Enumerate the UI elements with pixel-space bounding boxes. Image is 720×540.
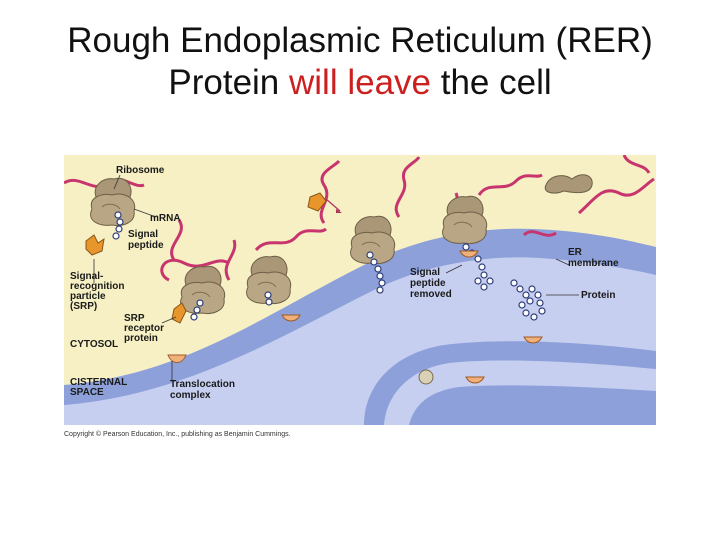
- label-protein: Protein: [581, 290, 615, 301]
- srp-free: [85, 234, 105, 256]
- title-line-2: Protein will leave the cell: [0, 62, 720, 104]
- ribosome-1: [90, 177, 136, 226]
- label-removed-3: removed: [410, 289, 452, 300]
- title-line-2-end: the cell: [431, 63, 552, 102]
- label-cisternal-2: SPACE: [70, 387, 104, 398]
- vesicle-particle: [418, 369, 434, 385]
- srp-bound: [171, 302, 187, 324]
- label-cisternal-1: CISTERNAL: [70, 377, 127, 388]
- copyright-notice: Copyright © Pearson Education, Inc., pub…: [64, 431, 291, 438]
- label-srp-4: (SRP): [70, 301, 97, 312]
- label-ribosome: Ribosome: [116, 165, 165, 176]
- title-line-2-start: Protein: [168, 63, 289, 102]
- title-line-1: Rough Endoplasmic Reticulum (RER): [67, 21, 653, 60]
- rer-diagram-svg: Ribosome mRNA Signal peptide Signal- rec…: [64, 155, 656, 425]
- srp-arrowhead: [336, 209, 342, 213]
- label-srp-3: particle: [70, 291, 106, 302]
- label-removed-2: peptide: [410, 278, 446, 289]
- slide-title: Rough Endoplasmic Reticulum (RER) Protei…: [0, 20, 720, 104]
- label-translocation-1: Translocation: [170, 379, 235, 390]
- label-srp-1: Signal-: [70, 271, 103, 282]
- rer-diagram: Ribosome mRNA Signal peptide Signal- rec…: [64, 155, 656, 425]
- title-highlight: will leave: [289, 63, 431, 102]
- label-srp-2: recognition: [70, 281, 124, 292]
- label-srp-receptor-1: SRP: [124, 313, 145, 324]
- label-srp-receptor-2: receptor: [124, 323, 164, 334]
- label-signal-peptide-1: Signal: [128, 229, 158, 240]
- ribosome-5: [442, 195, 488, 244]
- ribosome-2: [180, 265, 226, 314]
- label-srp-receptor-3: protein: [124, 333, 158, 344]
- srp-released: [307, 192, 327, 212]
- label-removed-1: Signal: [410, 267, 440, 278]
- label-er-membrane-1: ER: [568, 247, 583, 258]
- translocation-complexes: [167, 250, 543, 384]
- label-er-membrane-2: membrane: [568, 258, 619, 269]
- label-cytosol: CYTOSOL: [70, 339, 118, 350]
- label-mrna: mRNA: [150, 213, 181, 224]
- leader-lines: [93, 174, 579, 381]
- label-translocation-2: complex: [170, 390, 211, 401]
- srp-release-arrow: [325, 198, 341, 212]
- free-ribosome: [544, 174, 593, 194]
- er-membrane-bottom: [409, 385, 656, 425]
- label-signal-peptide-2: peptide: [128, 240, 164, 251]
